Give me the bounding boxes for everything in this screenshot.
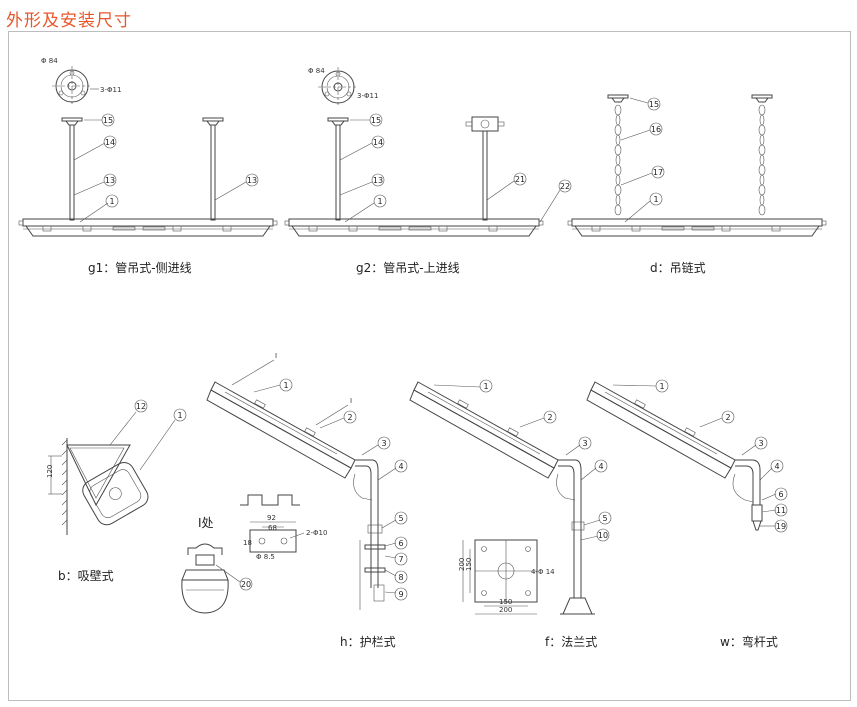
diagram-g1: Φ 84 3-Φ11 15 14 13 1 13 g1：管吊式-侧进线 [18,57,278,275]
caption-h: h：护栏式 [340,634,396,649]
callout-1: 1 [109,197,114,206]
callout-21: 21 [515,175,525,184]
dim-18: 18 [243,539,252,547]
callout-5: 5 [398,514,403,523]
callout-5: 5 [602,514,607,523]
label-i-detail: I处 [198,516,214,530]
mark-i-top: I [275,352,277,360]
dim-150-v: 150 [465,558,473,571]
callout-3: 3 [381,439,386,448]
callout-15: 15 [371,116,381,125]
caption-w: w：弯杆式 [720,634,778,649]
callout-17: 17 [653,168,663,177]
callout-22: 22 [560,182,570,191]
caption-d: d：吊链式 [650,260,706,275]
callout-4: 4 [598,462,603,471]
callout-13: 13 [105,176,115,185]
callout-15: 15 [103,116,113,125]
dim-phi84-g2: Φ 84 [308,67,325,75]
dim-4phi14: 4-Φ 14 [531,568,555,576]
callout-1: 1 [653,195,658,204]
dim-200-v: 200 [458,558,466,571]
caption-g1: g1：管吊式-侧进线 [88,260,192,275]
callout-12: 12 [136,402,146,411]
caption-b: b：吸壁式 [58,568,114,583]
diagram-frame [8,31,851,701]
dim-68: 68 [268,524,277,532]
caption-g2: g2：管吊式-上进线 [356,260,460,275]
diagram-g2: Φ 84 3-Φ11 15 14 13 1 21 22 g2：管吊式-上进线 [284,66,572,275]
diagram-h: I 1 I 2 3 4 5 6 7 8 9 h：护栏式 [206,352,408,649]
callout-13: 13 [247,176,257,185]
callout-2: 2 [547,413,552,422]
callout-14: 14 [105,138,115,147]
mark-i-mid: I [350,397,352,405]
callout-15: 15 [649,100,659,109]
callout-2: 2 [725,413,730,422]
dim-phi85: Φ 8.5 [256,553,275,561]
callout-4: 4 [398,462,403,471]
callout-1: 1 [283,381,288,390]
dim-holes-g2: 3-Φ11 [357,92,378,100]
detail-i: I处 20 92 68 2-Φ10 Φ 8.5 18 [181,494,327,614]
dim-2phi10: 2-Φ10 [306,529,327,537]
callout-8: 8 [398,573,403,582]
diagram-d: 15 16 17 1 d：吊链式 [567,94,827,275]
dim-holes-g1: 3-Φ11 [100,86,121,94]
caption-f: f：法兰式 [545,635,597,649]
diagram-w: 1 2 3 4 6 11 19 w：弯杆式 [586,379,788,649]
callout-1: 1 [659,382,664,391]
callout-1: 1 [483,382,488,391]
callout-1: 1 [177,411,182,420]
callout-9: 9 [398,590,403,599]
dim-92: 92 [267,514,276,522]
callout-14: 14 [373,138,383,147]
dim-150-h: 150 [499,598,512,606]
dim-200-h: 200 [499,606,512,614]
callout-19: 19 [776,522,786,531]
callout-6: 6 [778,490,783,499]
page-title: 外形及安装尺寸 [6,11,132,31]
callout-4: 4 [774,462,779,471]
callout-1: 1 [377,197,382,206]
callout-16: 16 [651,125,661,134]
callout-11: 11 [776,506,786,515]
callout-7: 7 [398,555,403,564]
diagram-b: 120 12 1 b：吸壁式 [46,399,187,583]
callout-10: 10 [598,531,608,540]
callout-13: 13 [373,176,383,185]
dim-phi84-g1: Φ 84 [41,57,58,65]
dim-120: 120 [46,465,54,478]
callout-6: 6 [398,539,403,548]
callout-3: 3 [758,439,763,448]
callout-20: 20 [241,580,251,589]
diagram-f: 200 150 150 200 4-Φ 14 1 2 3 4 5 10 f：法兰… [409,379,612,649]
callout-2: 2 [347,413,352,422]
callout-3: 3 [582,439,587,448]
